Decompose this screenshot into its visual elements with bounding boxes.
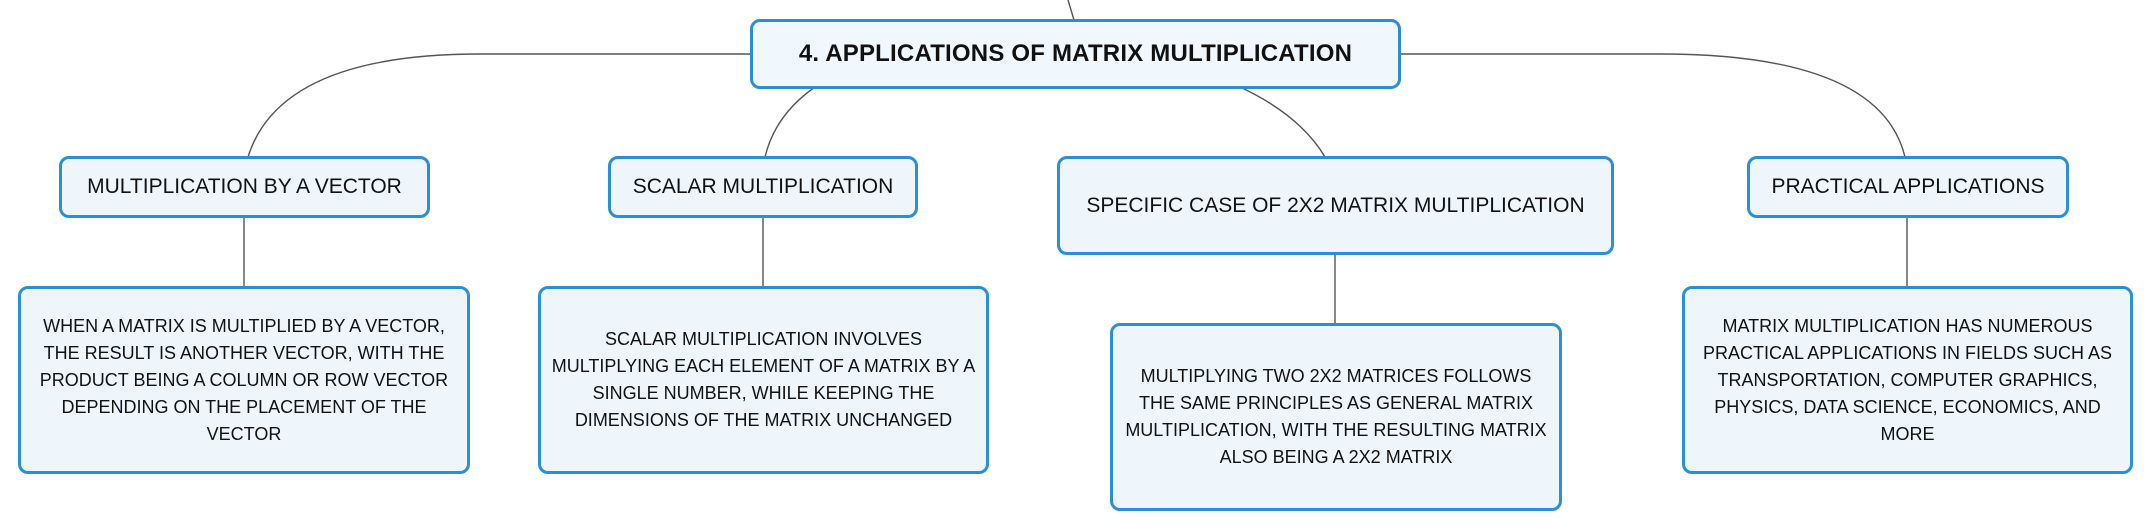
detail-node-practical-applications[interactable]: MATRIX MULTIPLICATION HAS NUMEROUS PRACT…	[1682, 286, 2133, 474]
connector-root-to-branch-practical	[1398, 53, 1906, 158]
connector-root-to-branch-vector	[247, 53, 752, 158]
branch-node-scalar-multiplication[interactable]: SCALAR MULTIPLICATION	[608, 156, 918, 218]
root-topic-label: 4. APPLICATIONS OF MATRIX MULTIPLICATION	[798, 40, 1353, 67]
connector-parent-to-root	[1067, 0, 1075, 21]
connector-root-to-branch-2x2	[1239, 86, 1326, 158]
branch-node-multiplication-by-vector[interactable]: MULTIPLICATION BY A VECTOR	[59, 156, 430, 218]
root-topic-node[interactable]: 4. APPLICATIONS OF MATRIX MULTIPLICATION	[750, 19, 1401, 89]
detail-text: MATRIX MULTIPLICATION HAS NUMEROUS PRACT…	[1702, 315, 2113, 444]
branch-label: SPECIFIC CASE OF 2X2 MATRIX MULTIPLICATI…	[1086, 193, 1585, 217]
branch-node-practical-applications[interactable]: PRACTICAL APPLICATIONS	[1747, 156, 2069, 218]
detail-text: MULTIPLYING TWO 2X2 MATRICES FOLLOWS THE…	[1125, 366, 1547, 467]
branch-label: SCALAR MULTIPLICATION	[632, 175, 894, 198]
branch-label: PRACTICAL APPLICATIONS	[1771, 175, 2045, 198]
connector-root-to-branch-scalar	[764, 86, 816, 158]
detail-node-multiplication-by-vector[interactable]: WHEN A MATRIX IS MULTIPLIED BY A VECTOR,…	[18, 286, 470, 474]
detail-text: SCALAR MULTIPLICATION INVOLVES MULTIPLYI…	[551, 329, 976, 430]
detail-text: WHEN A MATRIX IS MULTIPLIED BY A VECTOR,…	[39, 315, 449, 444]
branch-node-2x2-case[interactable]: SPECIFIC CASE OF 2X2 MATRIX MULTIPLICATI…	[1057, 156, 1614, 255]
detail-node-2x2-case[interactable]: MULTIPLYING TWO 2X2 MATRICES FOLLOWS THE…	[1110, 323, 1562, 511]
detail-node-scalar-multiplication[interactable]: SCALAR MULTIPLICATION INVOLVES MULTIPLYI…	[538, 286, 989, 474]
branch-label: MULTIPLICATION BY A VECTOR	[87, 175, 402, 198]
